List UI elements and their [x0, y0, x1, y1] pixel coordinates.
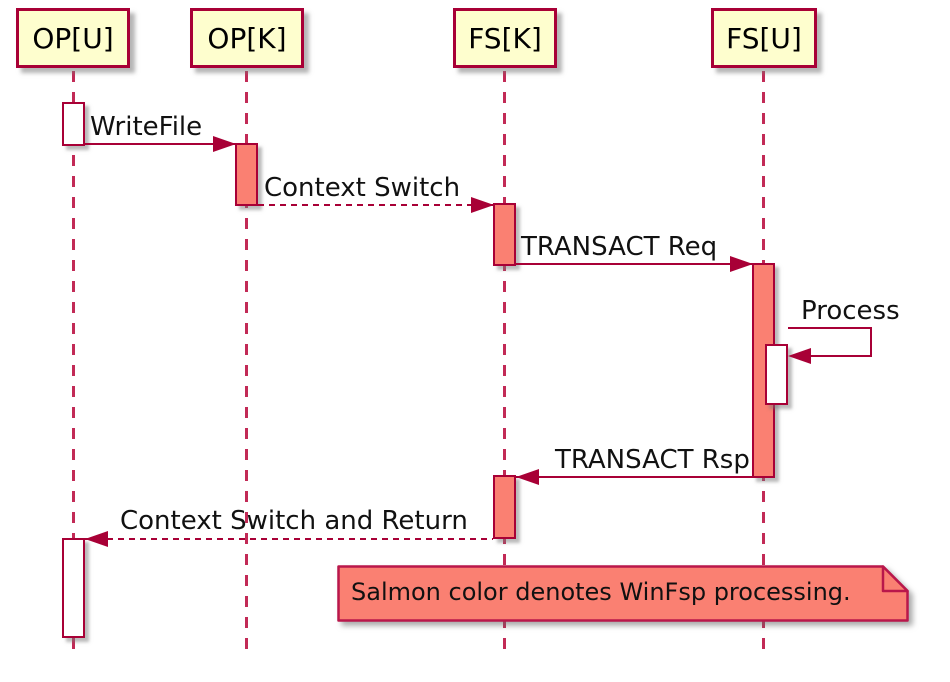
activation-op-u-1 — [62, 102, 85, 146]
participant-label: FS[U] — [726, 21, 802, 55]
lifeline-fs-k — [503, 71, 506, 653]
note: Salmon color denotes WinFsp processing. — [337, 565, 909, 622]
activation-fs-k-1 — [493, 203, 516, 266]
arrowhead-left-icon — [788, 348, 811, 364]
activation-fs-k-2 — [493, 475, 516, 539]
participant-label: OP[U] — [32, 21, 114, 55]
arrowhead-right-icon — [730, 256, 753, 272]
message-label: Process — [801, 296, 900, 326]
lifeline-op-k — [245, 71, 248, 653]
participant-label: OP[K] — [207, 21, 287, 55]
participant-box-fs-u: FS[U] — [711, 8, 817, 68]
message-label: Context Switch — [264, 173, 461, 203]
self-message-vertical-line — [870, 327, 872, 357]
participant-label: FS[K] — [468, 21, 542, 55]
note-text: Salmon color denotes WinFsp processing. — [351, 578, 851, 606]
self-message-out-line — [788, 327, 872, 329]
self-message-return-line — [808, 355, 872, 357]
arrowhead-left-icon — [85, 531, 108, 547]
arrowhead-left-icon — [516, 469, 539, 485]
message-line-writefile — [85, 143, 236, 145]
arrowhead-right-icon — [213, 136, 236, 152]
participant-box-fs-k: FS[K] — [453, 8, 557, 68]
message-line-transact-rsp — [516, 476, 752, 478]
activation-fs-u-process — [765, 344, 788, 405]
note-shape-icon — [337, 565, 909, 622]
message-line-context-switch-return — [85, 538, 493, 540]
message-label: Context Switch and Return — [120, 506, 468, 536]
message-line-transact-req — [516, 263, 752, 265]
message-label: WriteFile — [90, 112, 203, 142]
message-label: TRANSACT Rsp — [555, 445, 750, 475]
activation-op-u-2 — [62, 538, 85, 638]
message-line-context-switch — [258, 204, 494, 206]
participant-box-op-k: OP[K] — [190, 8, 304, 68]
participant-box-op-u: OP[U] — [16, 8, 130, 68]
activation-op-k — [235, 143, 258, 206]
lifeline-op-u — [72, 71, 75, 653]
arrowhead-right-icon — [471, 197, 494, 213]
message-label: TRANSACT Req — [521, 232, 718, 262]
